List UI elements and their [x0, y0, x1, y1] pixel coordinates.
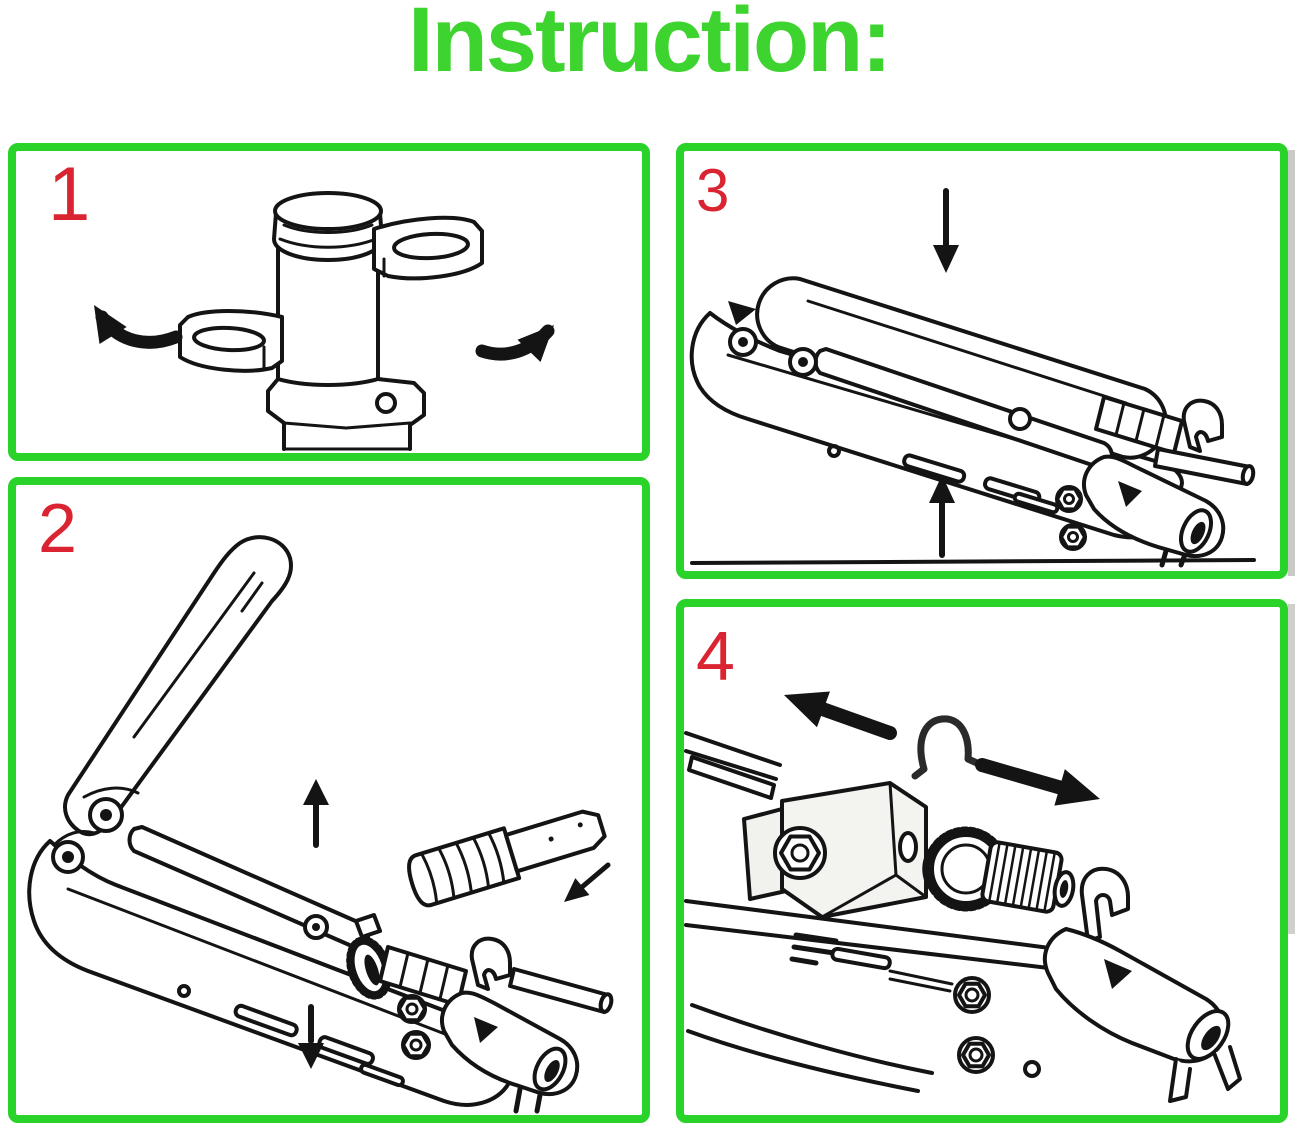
pivot-bolts: [51, 786, 140, 874]
left-arrow-icon: [784, 691, 897, 740]
page-title: Instruction:: [408, 0, 892, 91]
step-number-4: 4: [696, 617, 735, 695]
connector-drawing: [406, 809, 607, 908]
open-tool-illustration: [27, 535, 614, 1114]
hex-nuts: [953, 976, 1041, 1078]
hex-nuts: [397, 994, 431, 1060]
tool-handle: [755, 276, 1168, 460]
step-panel-2: 2: [8, 477, 650, 1123]
guide-rods: [684, 731, 782, 800]
down-arrow-icon: [298, 1004, 324, 1069]
step-number-2: 2: [38, 489, 77, 567]
up-arrow-icon: [303, 779, 329, 848]
body-slots: [233, 1003, 405, 1088]
tool-lower-housing: [266, 377, 426, 451]
gear-disc: [922, 826, 1009, 912]
pin-rod: [508, 967, 614, 1014]
fork-bracket: [1181, 398, 1224, 453]
diagonal-arrow-icon: [564, 862, 611, 902]
closed-tool-illustration: [689, 188, 1256, 568]
step-panel-4: 4: [676, 599, 1288, 1123]
left-clamp-jaw: [178, 309, 284, 373]
step-panel-1: 1: [8, 143, 650, 461]
rail-lines: [684, 899, 1106, 1093]
u-clip-icon: [911, 715, 981, 780]
nozzle: [1042, 927, 1242, 1103]
plate-slots: [789, 932, 954, 993]
curved-arrow-right-icon: [475, 324, 555, 363]
carriage-block: [742, 781, 928, 919]
pin-rod: [1153, 447, 1256, 486]
down-arrow-icon: [933, 188, 959, 273]
right-arrow-icon: [975, 758, 1100, 806]
tool-cylinder: [272, 191, 384, 381]
pivot-bolts: [728, 327, 818, 377]
up-arrow-icon: [929, 475, 955, 558]
step-panel-3: 3: [676, 143, 1288, 579]
jaw-tip: [728, 301, 756, 325]
scan-shadow-right-top: [1288, 150, 1295, 576]
scan-line: [690, 558, 1256, 565]
plunger-detail-illustration: [684, 691, 1242, 1103]
step-number-3: 3: [696, 157, 730, 224]
hex-bolt: [773, 826, 827, 880]
step-number-1: 1: [48, 152, 91, 237]
rotate-head-illustration: [94, 191, 555, 451]
hex-nuts: [1055, 485, 1087, 551]
body-slots: [902, 453, 1060, 515]
fork-bracket: [469, 936, 512, 991]
fork-bracket: [1079, 866, 1130, 943]
right-clamp-jaw: [372, 215, 484, 281]
knurled-cylinder: [980, 840, 1076, 914]
nozzle: [440, 990, 580, 1114]
scan-shadow-right-bottom: [1288, 604, 1295, 934]
curved-arrow-left-icon: [94, 305, 183, 349]
